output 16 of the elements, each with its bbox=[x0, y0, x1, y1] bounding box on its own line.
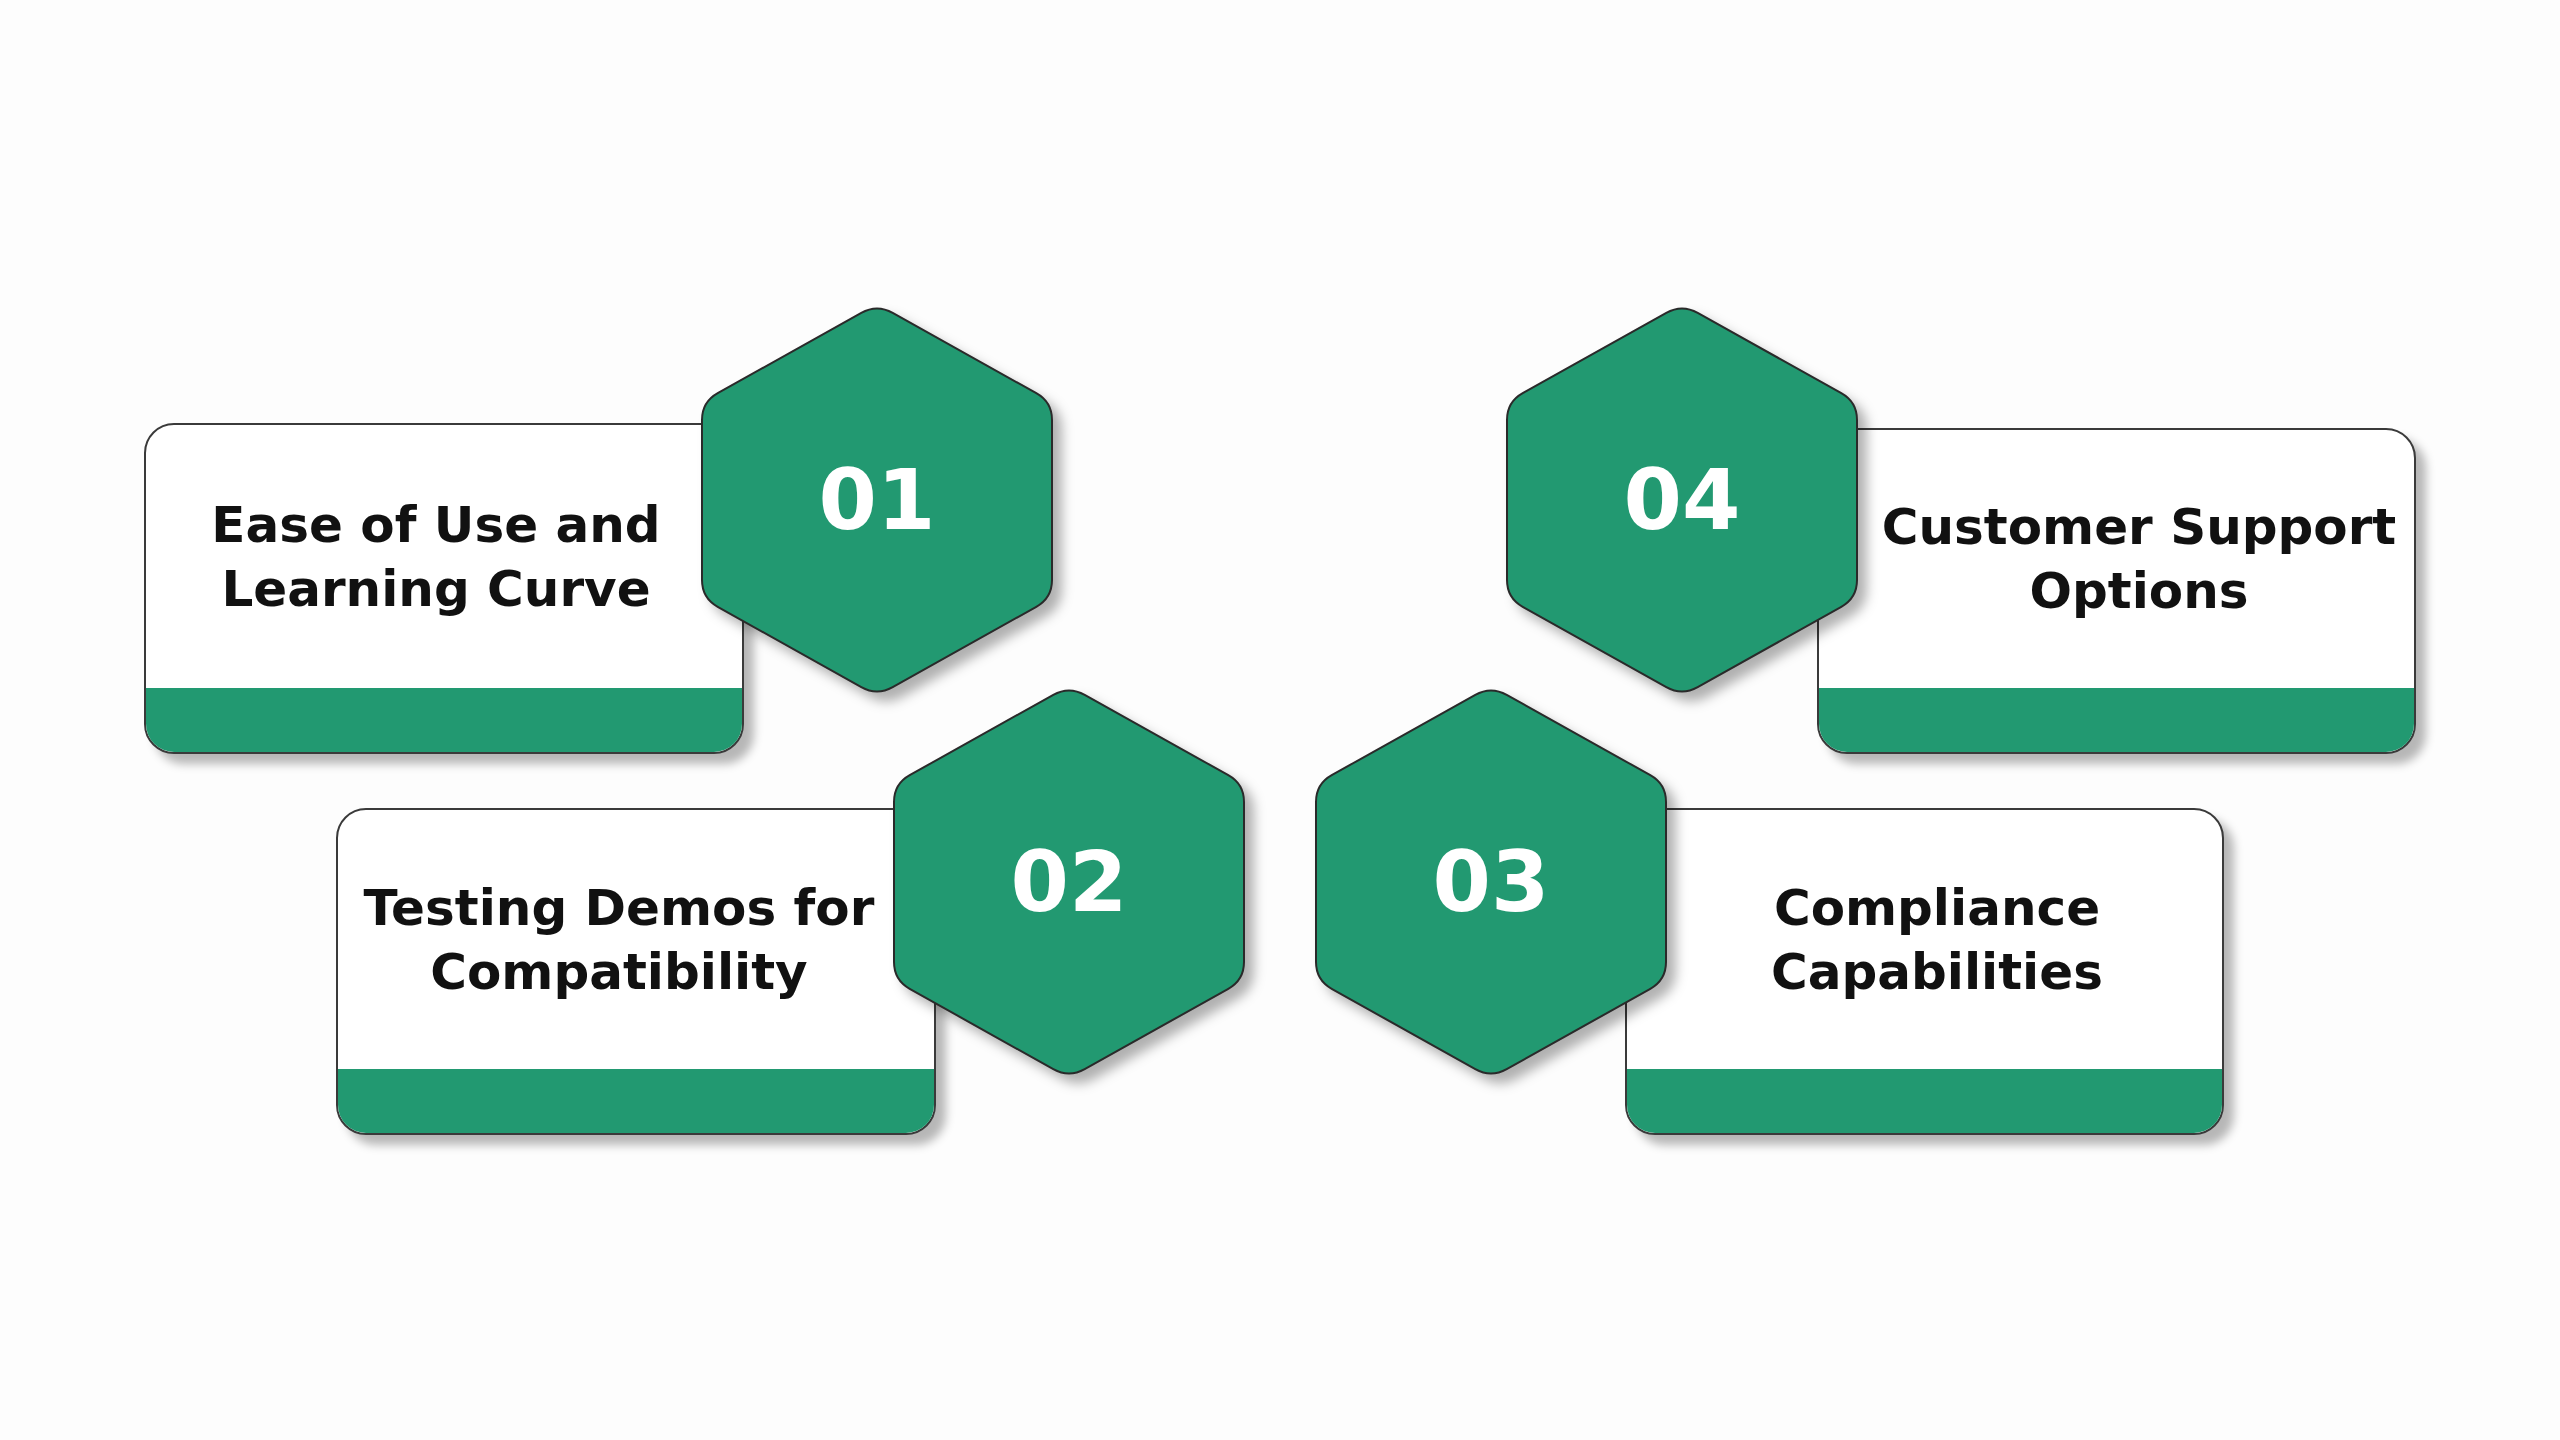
hexagon-badge bbox=[1507, 304, 1857, 696]
hexagon-badge bbox=[894, 686, 1244, 1078]
info-card bbox=[1817, 428, 2416, 754]
step-number: 02 bbox=[1010, 840, 1128, 924]
card-title: Customer Support Options bbox=[1880, 497, 2398, 622]
step-number: 04 bbox=[1623, 458, 1741, 542]
step-number: 03 bbox=[1432, 840, 1550, 924]
card-title: Compliance Capabilities bbox=[1770, 877, 2104, 1003]
info-card bbox=[336, 808, 936, 1135]
card-title: Testing Demos for Compatibility bbox=[362, 877, 876, 1003]
card-title: Ease of Use and Learning Curve bbox=[210, 494, 662, 620]
info-card bbox=[144, 423, 744, 754]
hexagon-badge bbox=[702, 304, 1052, 696]
info-card bbox=[1625, 808, 2224, 1135]
hexagon-badge bbox=[1316, 686, 1666, 1078]
step-number: 01 bbox=[818, 458, 936, 542]
